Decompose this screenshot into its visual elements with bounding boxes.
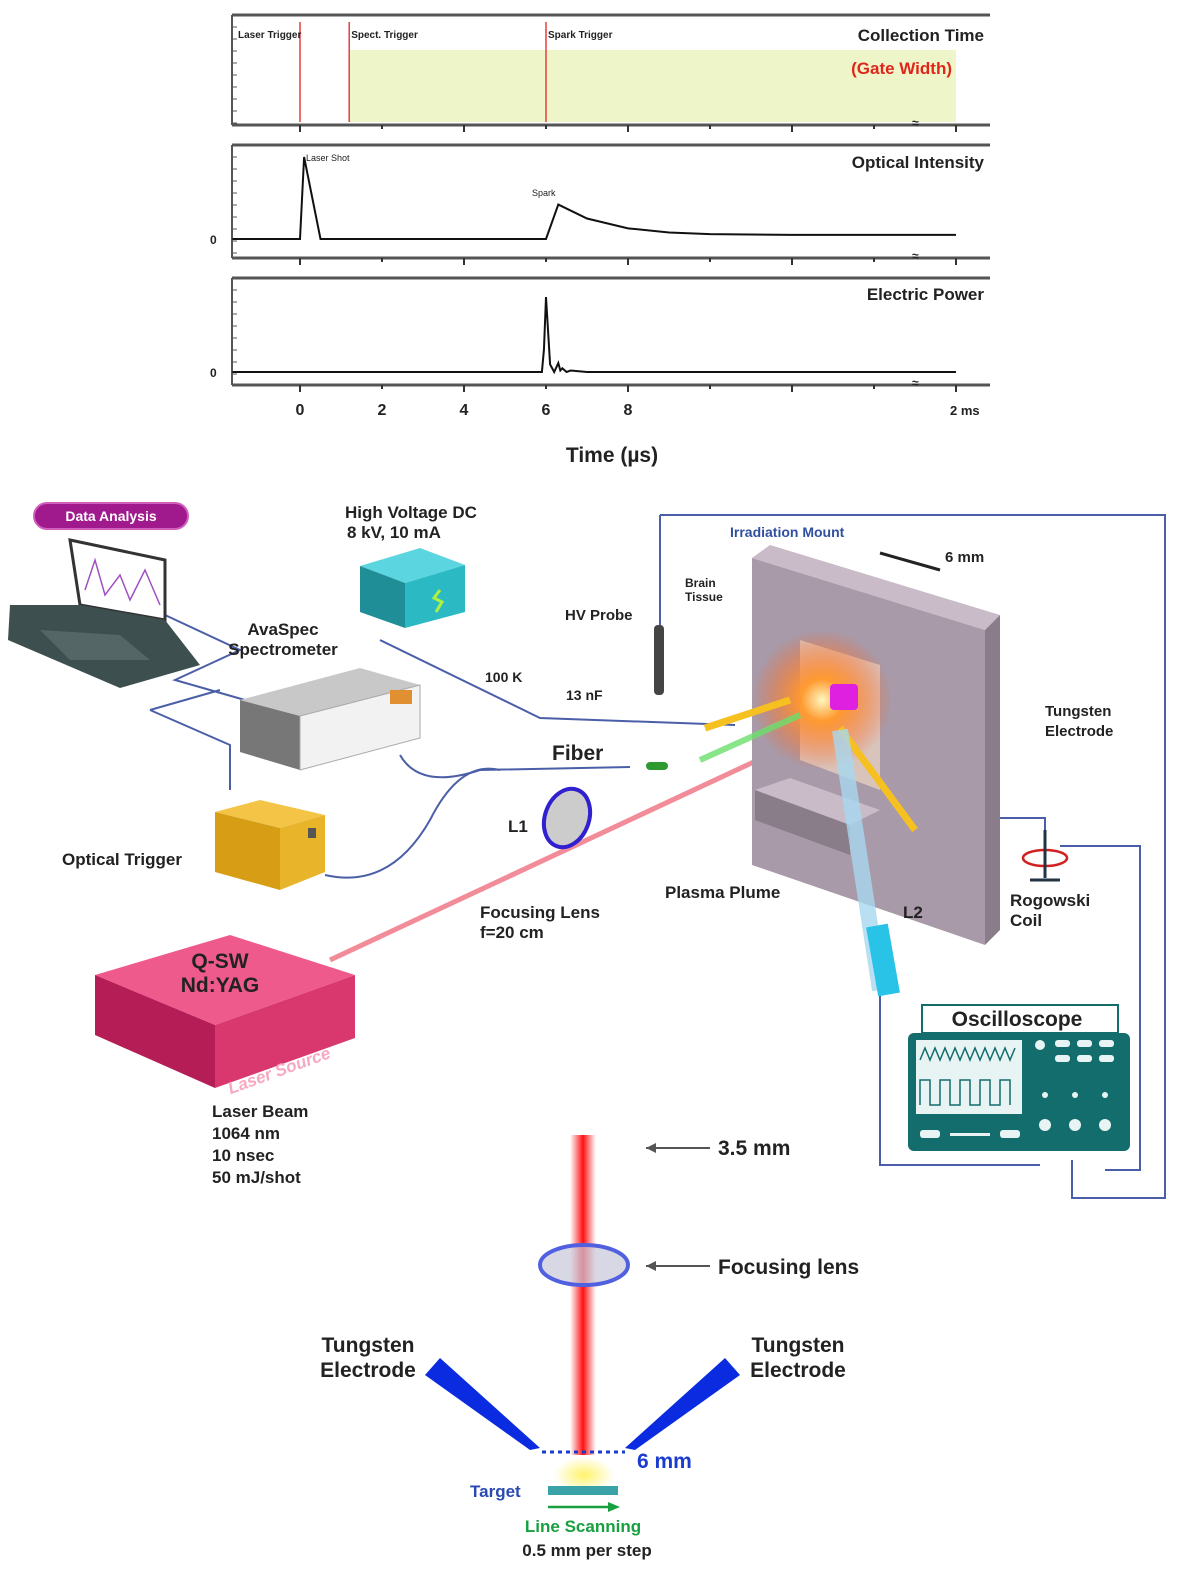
lens-l1-icon — [541, 786, 593, 850]
hv-probe-label: HV Probe — [565, 607, 633, 624]
panel-title-optical: Optical Intensity — [852, 153, 985, 172]
x-tick-label: 0 — [296, 402, 305, 419]
step-label: 0.5 mm per step — [522, 1541, 651, 1560]
tungsten-label-2: Electrode — [1045, 723, 1113, 740]
high-voltage-box — [360, 548, 465, 628]
plasma-plume-label: Plasma Plume — [665, 883, 780, 902]
focusing-lens-label-1: Focusing Lens — [480, 903, 600, 922]
focusing-lens-detail-label: Focusing lens — [718, 1256, 859, 1279]
arrow-head — [646, 1261, 656, 1271]
left-electrode — [425, 1358, 540, 1450]
axis-break-icon: ≈ — [912, 376, 919, 390]
right-electrode — [625, 1358, 740, 1450]
gap-label: 6 mm — [945, 549, 984, 566]
x-tick-label: 2 — [378, 402, 387, 419]
annotation-laser-shot: Laser Shot — [306, 153, 350, 163]
x-tick-label: 8 — [624, 402, 633, 419]
gap-detail-label: 6 mm — [637, 1450, 692, 1473]
fiber-tip — [646, 762, 668, 770]
beam-width-label: 3.5 mm — [718, 1137, 790, 1160]
marker-label: Spark Trigger — [548, 30, 613, 41]
focusing-lens-label-2: f=20 cm — [480, 923, 544, 942]
gate-width-region — [349, 50, 956, 122]
l1-label: L1 — [508, 817, 528, 836]
data-analysis-badge — [33, 502, 189, 530]
panel-title-collection: Collection Time — [858, 26, 984, 45]
hv-probe-icon — [654, 625, 664, 695]
optical-trigger-box — [215, 800, 325, 890]
oscilloscope — [908, 1004, 1130, 1151]
right-electrode-label-1: Tungsten — [752, 1334, 845, 1357]
series-line-optical-intensity — [232, 156, 956, 240]
line-scanning-label: Line Scanning — [525, 1517, 641, 1536]
laser-beam-specs: Laser Beam 1064 nm 10 nsec 50 mJ/shot — [212, 1102, 308, 1187]
axis-break-icon: ≈ — [912, 116, 919, 130]
spectrometer-box — [240, 668, 421, 771]
marker-label: Laser Trigger — [238, 30, 301, 41]
resistor-label: 100 K — [485, 669, 522, 685]
panel-title-electric: Electric Power — [867, 285, 985, 304]
pin-diode — [866, 923, 900, 997]
scan-arrow-head — [608, 1502, 620, 1512]
laser-label-2: Nd:YAG — [181, 974, 260, 997]
target-label: Target — [470, 1482, 521, 1501]
x-axis-label: Time (µs) — [566, 444, 658, 467]
spectrometer-label-2: Spectrometer — [228, 640, 338, 659]
oscilloscope-label: Oscilloscope — [952, 1008, 1083, 1031]
beam-spec-2: 1064 nm — [212, 1124, 280, 1143]
laptop-icon — [8, 538, 200, 688]
axis-break-icon: ≈ — [912, 249, 919, 263]
brain-label-1: Brain — [685, 576, 716, 590]
left-electrode-label-2: Electrode — [320, 1359, 416, 1382]
rogowski-label-1: Rogowski — [1010, 891, 1090, 910]
marker-label: Spect. Trigger — [351, 30, 418, 41]
zero-label-electric: 0 — [210, 366, 217, 380]
laser-label-1: Q-SW — [191, 950, 248, 973]
gate-width-label: (Gate Width) — [851, 59, 952, 78]
x-tick-label: 6 — [542, 402, 551, 419]
irradiation-mount-label: Irradiation Mount — [730, 524, 845, 540]
focusing-lens-icon — [538, 1243, 630, 1287]
fiber-label: Fiber — [552, 742, 603, 765]
brain-label-2: Tissue — [685, 590, 723, 604]
x-tick-label: 4 — [460, 402, 469, 419]
l2-label: L2 — [903, 903, 923, 922]
rogowski-label-2: Coil — [1010, 911, 1042, 930]
target — [548, 1486, 618, 1495]
x-tick-label: 2 ms — [950, 403, 980, 418]
spectrometer-label-1: AvaSpec — [247, 620, 318, 639]
data-analysis-label: Data Analysis — [65, 508, 157, 524]
left-electrode-label-1: Tungsten — [322, 1334, 415, 1357]
timing-chart: ≈ ≈ ≈ Laser Trigger Spect. Trigger Spark Tri… — [210, 13, 990, 467]
beam-spec-1: Laser Beam — [212, 1102, 308, 1121]
zero-label-optical: 0 — [210, 233, 217, 247]
capacitor-label: 13 nF — [566, 687, 603, 703]
hv-title: High Voltage DC — [345, 503, 477, 522]
beam-spec-3: 10 nsec — [212, 1146, 274, 1165]
optical-trigger-label: Optical Trigger — [62, 850, 182, 869]
annotation-spark: Spark — [532, 188, 556, 198]
series-line-electric-power — [232, 296, 956, 375]
laser-beam — [328, 742, 792, 963]
plasma-glow — [554, 1457, 614, 1493]
beam-spec-4: 50 mJ/shot — [212, 1168, 301, 1187]
arrow-head — [646, 1143, 656, 1153]
focused-beam — [570, 1135, 596, 1455]
rogowski-coil-icon — [1021, 830, 1069, 882]
irradiation-mount — [698, 545, 1000, 992]
hv-spec: 8 kV, 10 mA — [347, 523, 441, 542]
right-electrode-label-2: Electrode — [750, 1359, 846, 1382]
laser-source-box — [95, 935, 355, 1088]
tungsten-label-1: Tungsten — [1045, 703, 1111, 720]
